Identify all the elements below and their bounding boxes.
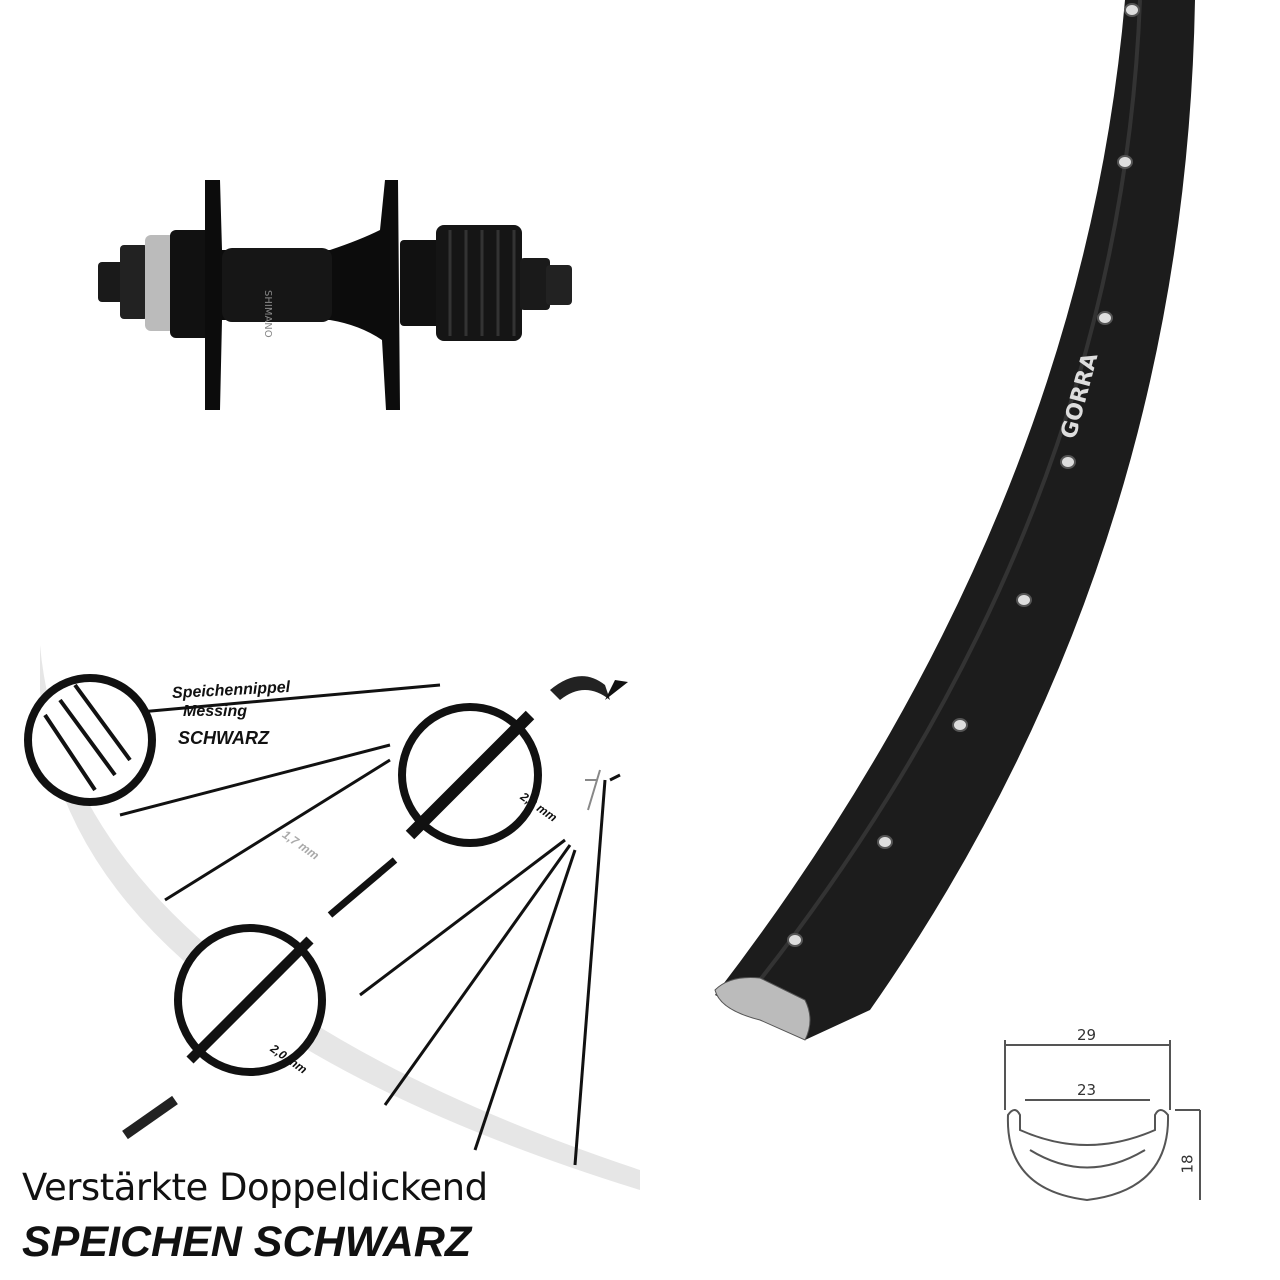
caption-line2: SPEICHEN SCHWARZ	[22, 1218, 472, 1266]
rim-profile-drawing	[1004, 1040, 1201, 1202]
caption-line1: Verstärkte Doppeldickend	[22, 1166, 488, 1209]
rim-eyelets	[787, 3, 1140, 947]
nipple-circle	[24, 674, 156, 806]
rear-hub-image: SHIMANO	[98, 180, 572, 410]
nipple-label-line3: SCHWARZ	[178, 728, 269, 748]
nipple-label-line2: Messing	[183, 703, 248, 720]
outer-width-label: 29	[1077, 1026, 1097, 1044]
hub-brand-logo: SHIMANO	[262, 290, 273, 338]
height-label: 18	[1178, 1154, 1197, 1174]
spoke-diagram	[24, 645, 640, 1190]
spoke-end-circle	[398, 703, 542, 847]
rim-image: GORRA	[714, 0, 1195, 1041]
spoke-head-circle	[174, 924, 326, 1076]
inner-width-label: 23	[1077, 1081, 1097, 1099]
